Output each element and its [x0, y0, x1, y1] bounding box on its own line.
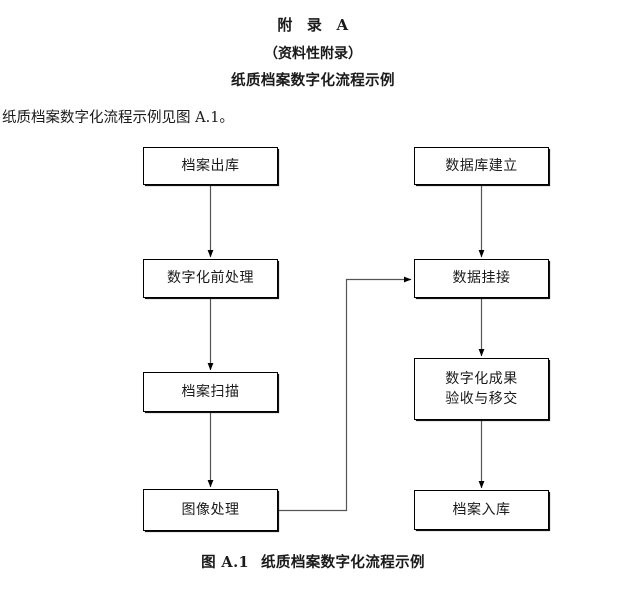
appendix-title-letter: A	[336, 16, 349, 34]
flow-node-archive-scan[interactable]: 档案扫描	[143, 372, 278, 412]
flow-node-archive-in-label: 档案入库	[452, 501, 511, 518]
appendix-heading: 纸质档案数字化流程示例	[231, 72, 395, 89]
flow-node-data-link[interactable]: 数据挂接	[414, 259, 549, 298]
flow-node-pre-process[interactable]: 数字化前处理	[143, 259, 278, 298]
flow-node-archive-scan-label: 档案扫描	[181, 383, 240, 400]
flow-node-db-create[interactable]: 数据库建立	[414, 147, 549, 185]
flow-node-archive-in[interactable]: 档案入库	[414, 490, 549, 530]
flow-node-acceptance[interactable]: 数字化成果 验收与移交	[414, 358, 549, 420]
flow-node-image-process-label: 图像处理	[181, 501, 240, 518]
flow-node-acceptance-line-2: 验收与移交	[445, 391, 518, 407]
figure-caption-text: 纸质档案数字化流程示例	[261, 554, 425, 571]
edge-image-process-to-data-link	[278, 276, 412, 512]
flow-node-archive-out-label: 档案出库	[181, 157, 240, 174]
figure-caption-label: 图 A.1	[201, 554, 250, 571]
flow-node-db-create-label: 数据库建立	[445, 157, 518, 174]
flow-node-image-process[interactable]: 图像处理	[143, 489, 278, 531]
flow-node-acceptance-line-1: 数字化成果	[445, 370, 518, 387]
appendix-title-word-1: 附	[277, 16, 293, 34]
flow-node-data-link-label: 数据挂接	[452, 270, 511, 287]
flow-node-acceptance-label: 数字化成果 验收与移交	[445, 369, 518, 410]
appendix-subtitle: （资料性附录）	[264, 46, 362, 62]
figure-caption: 图 A.1 纸质档案数字化流程示例	[0, 551, 626, 572]
flow-node-archive-out[interactable]: 档案出库	[143, 147, 278, 185]
flow-node-pre-process-label: 数字化前处理	[167, 270, 254, 287]
intro-paragraph: 纸质档案数字化流程示例见图 A.1。	[2, 110, 234, 126]
appendix-title-word-2: 录	[306, 16, 323, 34]
